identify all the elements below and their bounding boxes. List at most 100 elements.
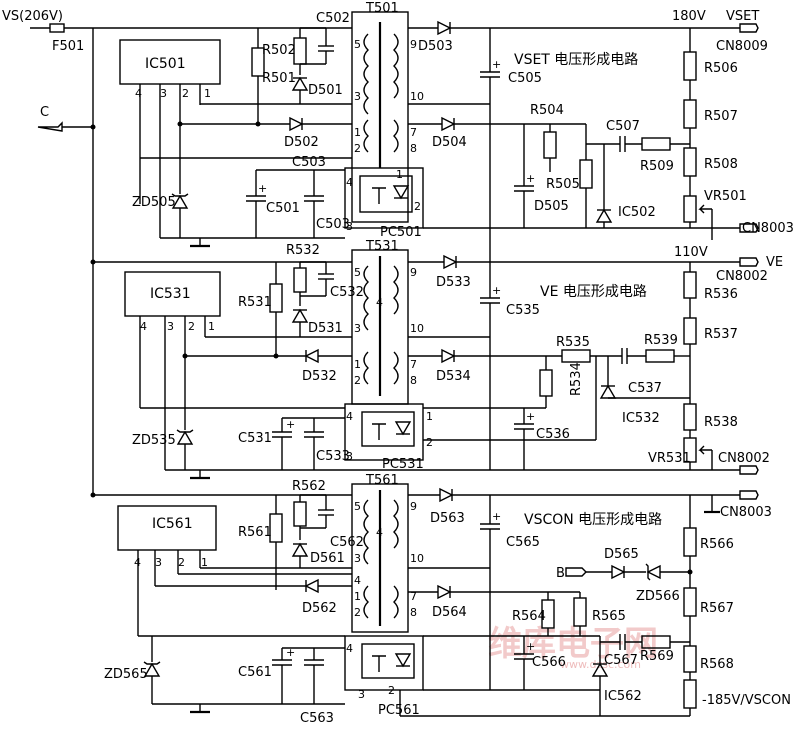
svg-text:5: 5 xyxy=(354,266,361,279)
t501-secondary xyxy=(393,33,399,99)
svg-text:+: + xyxy=(258,182,267,195)
svg-text:180V: 180V xyxy=(672,9,706,24)
svg-text:8: 8 xyxy=(410,606,417,619)
svg-text:1: 1 xyxy=(354,126,361,139)
svg-text:C531: C531 xyxy=(238,431,272,446)
svg-text:2: 2 xyxy=(414,200,421,213)
svg-text:C535: C535 xyxy=(506,303,540,318)
svg-text:IC502: IC502 xyxy=(618,205,656,220)
svg-text:9: 9 xyxy=(410,38,417,51)
svg-text:3: 3 xyxy=(346,220,353,233)
svg-text:2: 2 xyxy=(354,142,361,155)
svg-text:ZD566: ZD566 xyxy=(636,589,680,604)
svg-text:+: + xyxy=(492,510,501,523)
svg-text:R536: R536 xyxy=(704,287,738,302)
section-ve: IC531 4 3 2 1 R532 R531 C532 D531 xyxy=(124,239,783,480)
pc561 xyxy=(344,635,424,691)
svg-text:D501: D501 xyxy=(308,83,343,98)
cn8002-terminal xyxy=(739,465,759,475)
svg-text:PC531: PC531 xyxy=(382,457,424,472)
svg-text:10: 10 xyxy=(410,322,424,335)
vr501 xyxy=(683,195,697,223)
t501-frame xyxy=(351,11,409,223)
ic501-label: IC501 xyxy=(145,56,186,72)
svg-text:7: 7 xyxy=(410,126,417,139)
cn8003-terminal xyxy=(739,490,759,500)
vscon-output-label: -185V/VSCON xyxy=(702,693,791,708)
d563 xyxy=(439,487,454,503)
t531-secondary xyxy=(393,265,399,315)
svg-text:R565: R565 xyxy=(592,609,626,624)
c-label: C xyxy=(40,105,49,120)
r562 xyxy=(293,501,307,527)
svg-text:D534: D534 xyxy=(436,369,471,384)
r506 xyxy=(683,51,697,81)
svg-text:R501: R501 xyxy=(262,71,296,86)
svg-text:10: 10 xyxy=(410,552,424,565)
zd566 xyxy=(646,564,661,580)
d503 xyxy=(437,20,452,36)
r504 xyxy=(543,131,557,159)
r535 xyxy=(561,349,591,363)
svg-text:+: + xyxy=(492,58,501,71)
svg-text:R508: R508 xyxy=(704,157,738,172)
svg-text:2: 2 xyxy=(388,684,395,697)
cn8003-terminal-top xyxy=(739,223,759,233)
r507 xyxy=(683,99,697,129)
svg-text:+: + xyxy=(286,418,295,431)
zd535 xyxy=(176,430,194,445)
section-vset: IC501 4 3 2 1 R502 C502 R501 D501 xyxy=(119,1,794,262)
svg-text:R502: R502 xyxy=(262,43,296,58)
svg-text:ZD505: ZD505 xyxy=(132,195,176,210)
svg-text:3: 3 xyxy=(354,322,361,335)
svg-text:1: 1 xyxy=(201,556,208,569)
svg-text:R562: R562 xyxy=(292,479,326,494)
svg-text:C507: C507 xyxy=(606,119,640,134)
svg-text:1: 1 xyxy=(354,590,361,603)
svg-text:C537: C537 xyxy=(628,381,662,396)
svg-text:4: 4 xyxy=(354,574,361,587)
pc501 xyxy=(344,167,424,229)
t561-primary xyxy=(363,499,369,565)
svg-text:8: 8 xyxy=(410,142,417,155)
svg-text:C562: C562 xyxy=(330,535,364,550)
r509 xyxy=(641,137,671,151)
svg-text:R569: R569 xyxy=(640,649,674,664)
r532 xyxy=(293,267,307,293)
r568 xyxy=(683,679,697,709)
svg-text:D504: D504 xyxy=(432,135,467,150)
svg-text:1: 1 xyxy=(204,87,211,100)
section-vscon: IC561 4 3 2 1 R562 R561 C562 D561 D56 xyxy=(104,473,791,726)
svg-text:+: + xyxy=(526,640,535,653)
svg-text:CN8002: CN8002 xyxy=(716,269,768,284)
svg-text:R532: R532 xyxy=(286,243,320,258)
ve-section-title: VE 电压形成电路 xyxy=(540,284,647,300)
svg-text:1: 1 xyxy=(354,358,361,371)
svg-text:D503: D503 xyxy=(418,39,453,54)
svg-text:3: 3 xyxy=(167,320,174,333)
svg-text:C503: C503 xyxy=(316,217,350,232)
svg-text:3: 3 xyxy=(354,90,361,103)
svg-text:R539: R539 xyxy=(644,333,678,348)
svg-text:110V: 110V xyxy=(674,245,708,260)
svg-text:1: 1 xyxy=(426,410,433,423)
svg-text:4: 4 xyxy=(346,642,353,655)
ic561 xyxy=(117,505,217,551)
watermark-text: 维库电子网 xyxy=(488,624,658,664)
ic532 xyxy=(599,384,617,399)
svg-text:D531: D531 xyxy=(308,321,343,336)
d504 xyxy=(441,116,456,132)
svg-text:R507: R507 xyxy=(704,109,738,124)
fuse-label: F501 xyxy=(52,39,84,54)
d502 xyxy=(289,116,304,132)
ic501 xyxy=(119,39,221,85)
svg-text:CN8003: CN8003 xyxy=(742,221,794,236)
svg-text:VE: VE xyxy=(766,255,783,270)
svg-text:B: B xyxy=(556,566,565,581)
svg-text:1: 1 xyxy=(396,168,403,181)
d532 xyxy=(304,348,319,364)
ic531 xyxy=(124,271,221,317)
t501-primary xyxy=(363,33,369,115)
ve-terminal xyxy=(739,257,759,267)
